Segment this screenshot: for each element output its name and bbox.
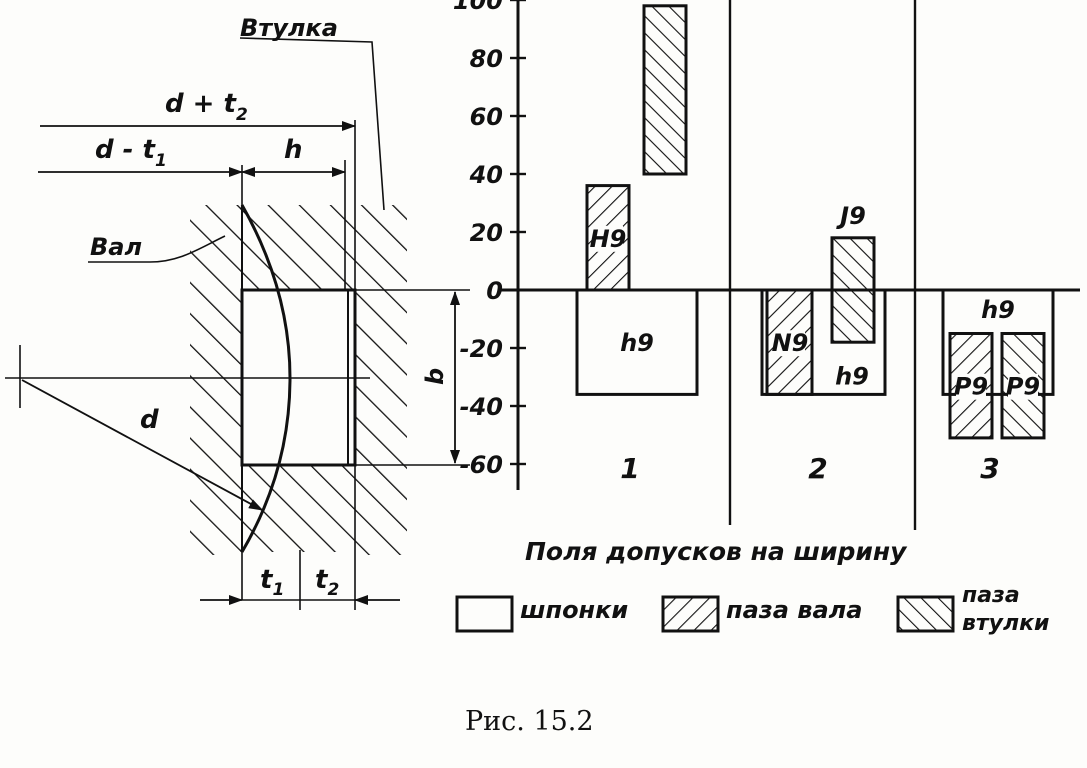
label-t2: t2 (315, 565, 339, 600)
y-tick-label: 100 (453, 0, 503, 15)
tolerance-label-bg (593, 225, 623, 252)
dim-arrow-d (21, 379, 263, 511)
label-d-plus-t2: d + t2 (165, 89, 248, 125)
y-tick-label: 80 (470, 45, 503, 73)
keyway-section: Втулка Вал d + t2 d - t1 h b d t1 t2 (5, 14, 470, 610)
legend-label-hub-slot-1: паза (962, 583, 1020, 608)
label-b: b (421, 368, 449, 385)
y-tick-label: 60 (470, 103, 503, 131)
tolerance-label: J9 (836, 202, 866, 230)
tolerance-label: h9 (620, 329, 654, 357)
leader-shaft (88, 235, 226, 263)
sleeve-hatch (355, 205, 407, 555)
tolerance-label: N9 (772, 329, 809, 357)
y-tick-label: 40 (469, 161, 503, 189)
legend-label-shaft-slot: паза вала (726, 596, 862, 624)
label-h: h (284, 135, 303, 165)
y-tick-label: 0 (486, 277, 503, 305)
label-t1: t1 (260, 565, 284, 600)
tolerance-label: h9 (835, 362, 869, 390)
tolerance-label-bg (775, 330, 805, 357)
label-sleeve: Втулка (240, 14, 338, 42)
y-tick-label: 20 (470, 219, 503, 247)
shaft-hatch-bottom (240, 465, 355, 552)
tolerance-bar-key (575, 288, 699, 396)
legend: Поля допусков на ширину шпонки паза вала… (455, 537, 1049, 636)
legend-label-key: шпонки (520, 596, 628, 624)
tolerance-label: h9 (981, 296, 1015, 324)
y-tick-label: -60 (460, 451, 503, 479)
legend-swatch-shaft-slot (661, 595, 720, 633)
y-tick-label: -20 (460, 335, 503, 363)
tolerance-bar-hub_slot (830, 236, 876, 344)
tolerance-label: P9 (1006, 373, 1040, 401)
label-d: d (140, 405, 159, 435)
tolerance-bar-hub_slot (642, 4, 688, 176)
label-d-minus-t1: d - t1 (95, 135, 167, 171)
group-number: 2 (808, 452, 827, 485)
group-number: 3 (980, 452, 999, 485)
legend-swatch-hub-slot (896, 595, 955, 633)
chart-title: Поля допусков на ширину (525, 537, 908, 566)
y-tick-label: -40 (460, 393, 503, 421)
legend-swatch-key (455, 595, 514, 633)
label-shaft: Вал (90, 233, 142, 261)
tolerance-label-bg (956, 373, 986, 400)
tolerance-label-bg (1008, 373, 1038, 400)
legend-label-hub-slot-2: втулки (962, 611, 1049, 636)
shaft-hatch-left (190, 205, 242, 555)
tolerance-label: P9 (954, 373, 988, 401)
figure-caption: Рис. 15.2 (465, 706, 594, 737)
shaft-hatch-top (240, 205, 355, 290)
group-number: 1 (620, 452, 639, 485)
tolerance-label: H9 (590, 225, 627, 253)
leader-sleeve (239, 37, 385, 211)
